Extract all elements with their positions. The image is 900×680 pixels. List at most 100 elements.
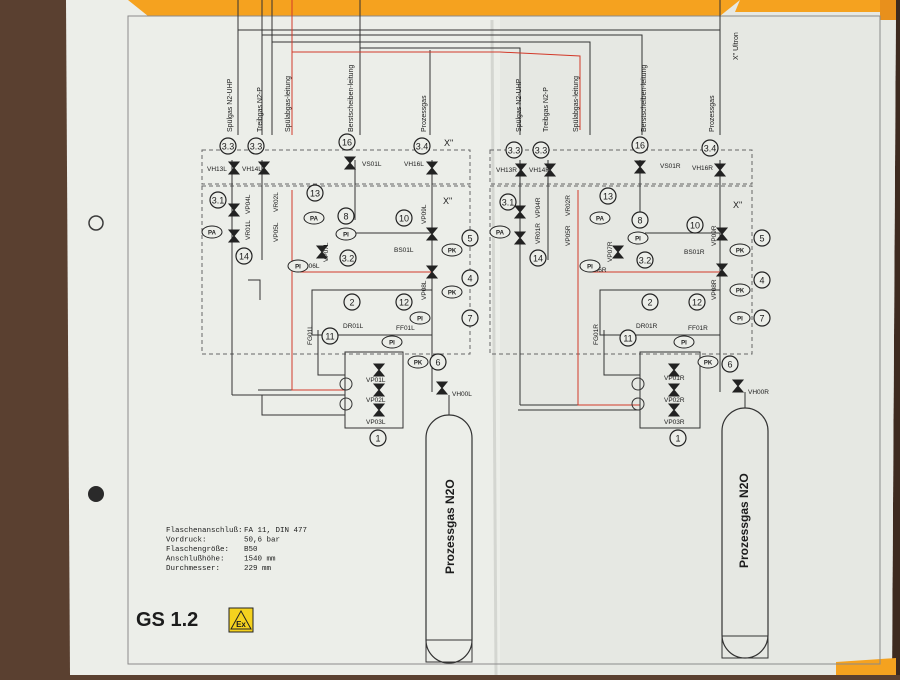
ref-number: 4 [753, 271, 771, 289]
ref-number: 6 [721, 355, 739, 373]
valve-icon [667, 363, 681, 377]
svg-text:3.1: 3.1 [502, 198, 515, 208]
ref-number: 3.4 [701, 139, 719, 157]
valve-tag: VP05R [565, 225, 572, 246]
lower-pipes [232, 394, 640, 416]
bottom-banner [836, 658, 896, 675]
sensor-bubble: PI [287, 259, 309, 273]
ref-number: 7 [753, 309, 771, 327]
valve-tag: VP06L [300, 263, 320, 270]
pipe-label-right: Berstscheiben-leitung [641, 65, 648, 132]
spec-value: 50,6 bar [244, 537, 280, 545]
ref-number: 5 [753, 229, 771, 247]
svg-text:Ex: Ex [236, 620, 246, 629]
ref-number: 2 [343, 293, 361, 311]
valve-tag: VP08R [711, 279, 718, 300]
valve-tag: VH00R [748, 389, 769, 396]
svg-text:11: 11 [325, 332, 334, 342]
paper-fold [490, 19, 498, 676]
svg-text:PI: PI [737, 317, 743, 323]
valve-tag: VP04L [245, 194, 252, 214]
ref-number: 11 [321, 327, 339, 345]
valve-tag: VH13R [496, 167, 517, 174]
ref-number: 3.2 [636, 251, 654, 269]
valve-tag: FF01L [396, 325, 415, 332]
valve-tag: VS01L [362, 161, 382, 168]
ref-number: 16 [631, 136, 649, 154]
pipe-label-right: Prozessgas [709, 95, 716, 132]
svg-text:PK: PK [448, 249, 457, 255]
sensor-bubble: PK [441, 243, 463, 257]
valve-icon [513, 205, 527, 219]
paper-shade-right [500, 0, 896, 675]
valve-tag: VP07L [323, 242, 330, 262]
pipe-label-left: Prozessgas [421, 95, 428, 132]
valve-icon [425, 265, 439, 279]
valve-tag: BS01R [684, 249, 705, 256]
svg-text:2: 2 [647, 298, 652, 308]
sensor-bubble: PI [673, 335, 695, 349]
valve-icon [633, 160, 647, 174]
valve-tag: BS01L [394, 247, 414, 254]
valve-tag: FG01L [307, 325, 314, 345]
svg-text:3.1: 3.1 [212, 196, 225, 206]
ref-number: 11 [619, 329, 637, 347]
svg-text:3.3: 3.3 [222, 142, 235, 152]
svg-text:PI: PI [295, 265, 301, 271]
right-red-pipes [577, 190, 720, 406]
svg-text:16: 16 [342, 138, 352, 148]
valve-tag: VP03R [664, 419, 685, 426]
pipe-label-right: Spülabgas-leitung [573, 76, 580, 132]
valve-icon [315, 245, 329, 259]
svg-text:3.3: 3.3 [508, 146, 521, 156]
svg-text:1: 1 [375, 434, 380, 444]
valve-icon [513, 231, 527, 245]
ultron-label: X" Ultron [733, 32, 740, 60]
punch-hole-top [88, 215, 104, 231]
valve-icon [667, 403, 681, 417]
valve-tag: VP04R [535, 197, 542, 218]
cylinder-label-right: Prozessgas N2O [737, 473, 751, 568]
right-cabinet [489, 185, 753, 355]
valve-tag: VP01R [664, 375, 685, 382]
valve-tag: VP08L [421, 280, 428, 300]
svg-text:6: 6 [435, 358, 440, 368]
sensor-bubble: PI [627, 231, 649, 245]
svg-text:PA: PA [310, 217, 319, 223]
ref-number: 6 [429, 353, 447, 371]
pipe-label-left: Spülgas N2-UHP [227, 78, 234, 132]
svg-text:PK: PK [448, 291, 457, 297]
ref-number: 8 [337, 207, 355, 225]
valve-tag: FF01R [688, 325, 708, 332]
valve-icon [372, 403, 386, 417]
svg-text:PI: PI [681, 341, 687, 347]
sensor-bubble: PI [579, 259, 601, 273]
top-banner [128, 0, 740, 16]
cylinder-left [425, 395, 473, 664]
ref-number: 3.3 [505, 141, 523, 159]
sensor-bubble: PA [589, 211, 611, 225]
manifold-circles [339, 377, 645, 411]
valve-tag: VP02L [366, 397, 386, 404]
valve-icon [227, 229, 241, 243]
svg-text:PA: PA [496, 231, 505, 237]
svg-text:PK: PK [414, 361, 423, 367]
svg-text:1: 1 [675, 434, 680, 444]
svg-text:10: 10 [690, 221, 700, 231]
ref-number: 12 [395, 293, 413, 311]
ref-number: 13 [306, 184, 324, 202]
svg-text:PI: PI [389, 341, 395, 347]
svg-text:PI: PI [587, 265, 593, 271]
valve-tag: VR02R [565, 195, 572, 216]
valve-icon [343, 156, 357, 170]
svg-text:PA: PA [208, 231, 217, 237]
sensor-bubble: PK [729, 283, 751, 297]
cylinder-right [721, 392, 769, 659]
svg-text:PI: PI [343, 233, 349, 239]
valve-tag: VP02R [664, 397, 685, 404]
valve-tag: DR01L [343, 323, 364, 330]
svg-text:6: 6 [727, 360, 732, 370]
sensor-bubble: PK [407, 355, 429, 369]
valve-tag: VH16R [692, 165, 713, 172]
